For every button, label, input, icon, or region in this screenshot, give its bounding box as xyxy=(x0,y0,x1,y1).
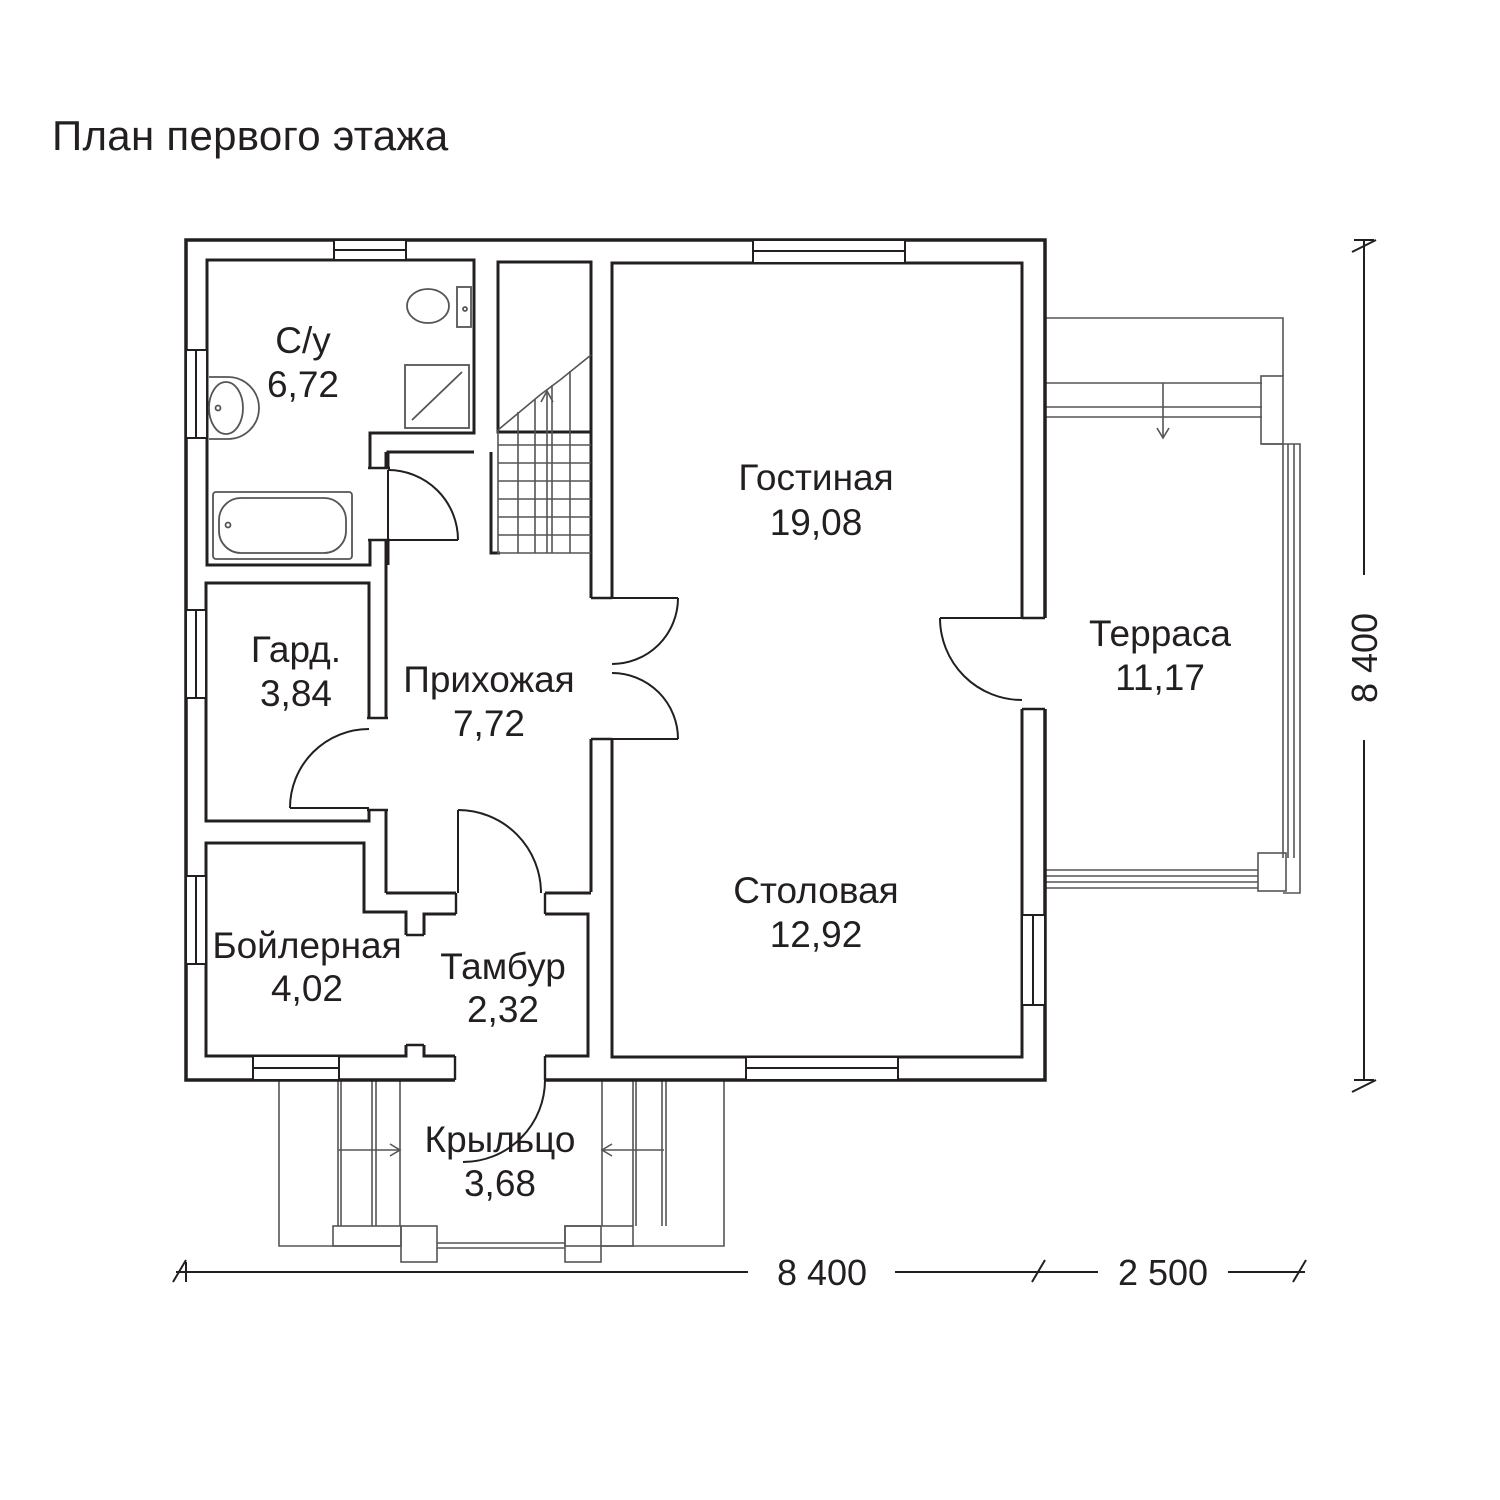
porch-outline xyxy=(278,1080,725,1263)
room-name-boiler: Бойлерная xyxy=(212,925,401,966)
windows xyxy=(185,239,1046,1081)
dimension-house-depth: 8 400 xyxy=(1344,613,1385,703)
room-name-porch: Крыльцо xyxy=(425,1119,576,1160)
dimension-terrace-width: 2 500 xyxy=(1118,1252,1208,1293)
washbasin-icon xyxy=(208,376,260,440)
room-name-hall: Прихожая xyxy=(403,659,574,700)
doorway-jambs xyxy=(367,466,1045,1080)
shower-tray-icon xyxy=(404,364,470,429)
room-labels: С/у 6,72 Гостиная 19,08 Гард. 3,84 Прихо… xyxy=(212,320,1231,1204)
room-area-living: 19,08 xyxy=(770,502,863,543)
room-area-terrace: 11,17 xyxy=(1115,657,1205,698)
dimension-house-width: 8 400 xyxy=(777,1252,867,1293)
dimension-lines xyxy=(172,239,1377,1283)
dimension-labels: 8 400 2 500 8 400 xyxy=(777,613,1385,1293)
room-name-wardrobe: Гард. xyxy=(251,629,341,670)
doorway-openings xyxy=(367,468,1047,1082)
room-area-dining: 12,92 xyxy=(770,914,863,955)
toilet-icon xyxy=(406,286,472,328)
bathtub-icon xyxy=(212,491,353,560)
room-area-boiler: 4,02 xyxy=(271,968,343,1009)
doors[interactable] xyxy=(289,469,1023,1163)
room-name-terrace: Терраса xyxy=(1089,613,1231,654)
room-name-living: Гостиная xyxy=(738,457,893,498)
room-name-vestibule: Тамбур xyxy=(440,946,566,987)
room-area-porch: 3,68 xyxy=(464,1163,536,1204)
terrace-outline xyxy=(1045,317,1301,894)
room-area-hall: 7,72 xyxy=(453,703,525,744)
plan-title: План первого этажа xyxy=(52,112,449,159)
room-area-vestibule: 2,32 xyxy=(467,989,539,1030)
room-name-bathroom: С/у xyxy=(275,320,331,361)
room-name-dining: Столовая xyxy=(733,870,898,911)
staircase xyxy=(497,354,592,554)
room-area-bathroom: 6,72 xyxy=(267,364,339,405)
room-area-wardrobe: 3,84 xyxy=(260,673,332,714)
